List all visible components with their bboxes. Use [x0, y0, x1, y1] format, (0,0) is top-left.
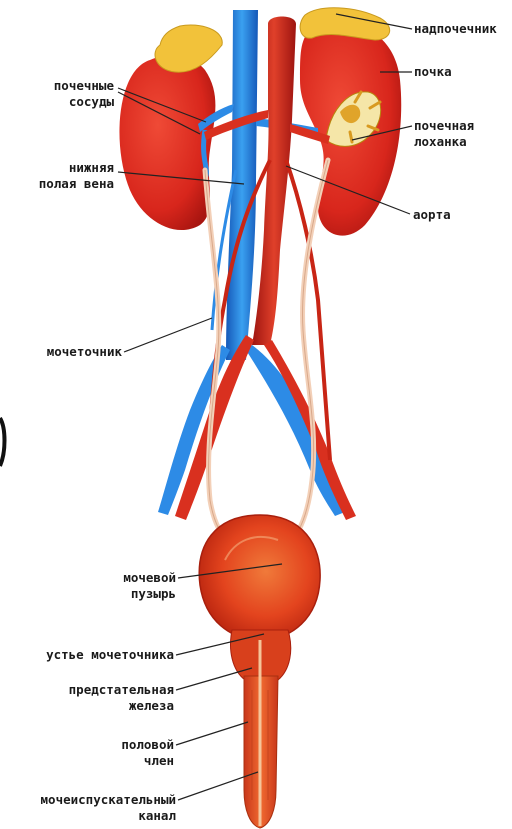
- label-renal-vessels: почечные сосуды: [54, 78, 114, 110]
- right-kidney: [300, 8, 401, 236]
- label-renal-pelvis: почечная лоханка: [414, 118, 474, 150]
- label-inferior-vena-cava: нижняя полая вена: [39, 160, 114, 192]
- label-urethra: мочеиспускательный канал: [41, 792, 176, 824]
- label-penis: половой член: [121, 737, 174, 769]
- label-urinary-bladder: мочевой пузырь: [123, 570, 176, 602]
- label-kidney: почка: [414, 64, 452, 80]
- label-ureter-orifice: устье мочеточника: [46, 647, 174, 663]
- edge-mark: [0, 418, 5, 466]
- label-prostate-gland: предстательная железа: [69, 682, 174, 714]
- label-ureter: мочеточник: [47, 344, 122, 360]
- label-aorta: аорта: [413, 207, 451, 223]
- label-adrenal-gland: надпочечник: [414, 21, 497, 37]
- left-adrenal-gland: [155, 25, 222, 72]
- right-adrenal-gland: [300, 8, 390, 40]
